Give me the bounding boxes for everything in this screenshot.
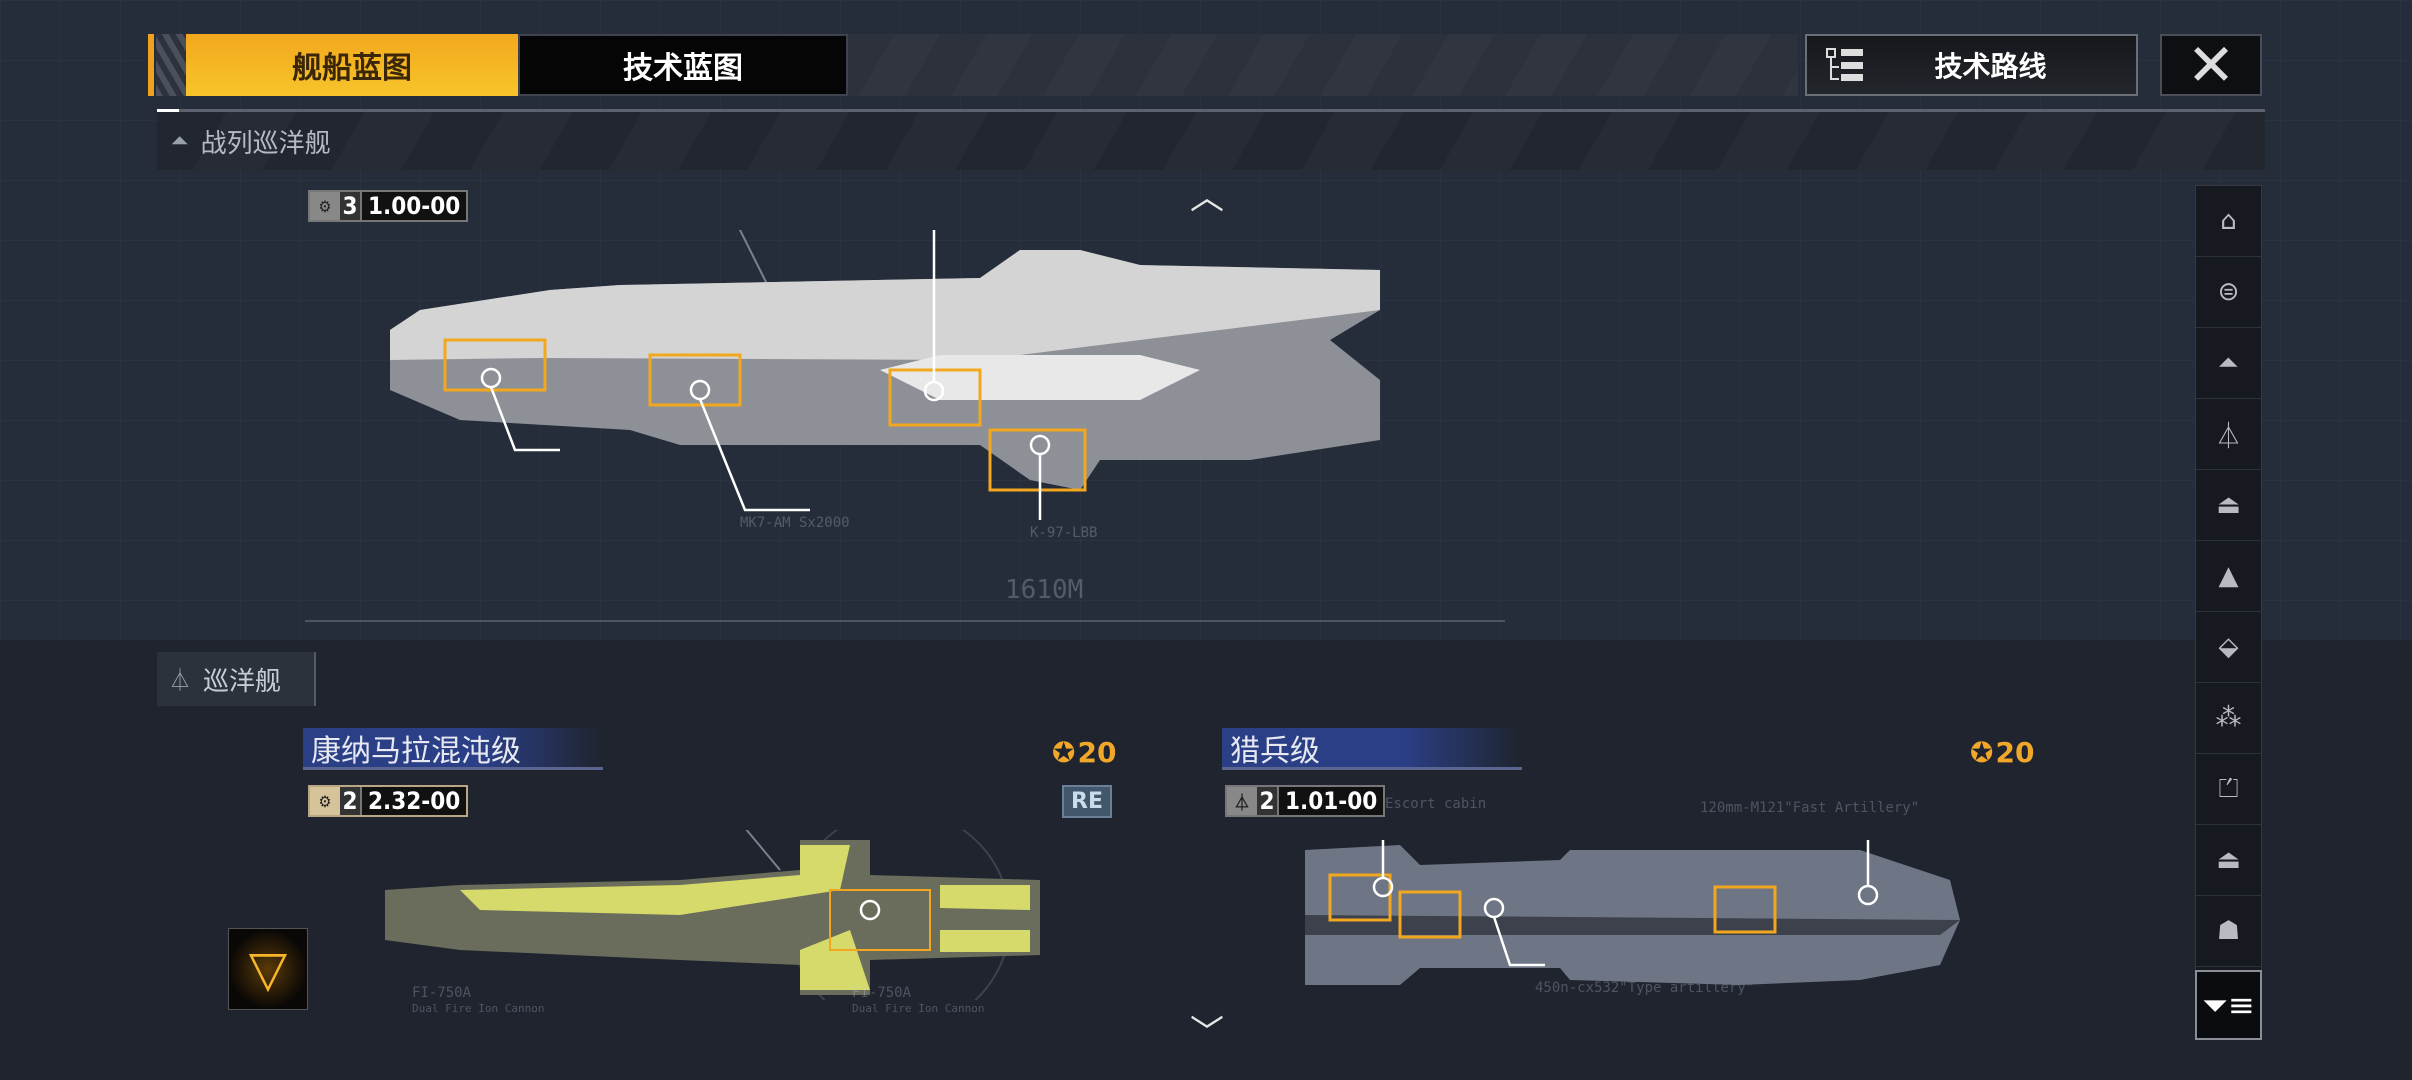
fighter-icon[interactable]: ⁂: [2196, 683, 2261, 754]
section-title: 战列巡洋舰: [200, 128, 331, 159]
destroyer-icon[interactable]: ⏏: [2196, 470, 2261, 541]
version: 2.32-00: [368, 787, 461, 815]
weapon-label: MK7-AM Sx2000: [740, 515, 850, 531]
ship-length-label: 1610M: [1005, 575, 1084, 605]
cruiser-icon: ⏃: [1227, 787, 1257, 815]
weapon-label: 120mm-M121"Fast Artillery": [1700, 800, 1920, 816]
corvette-icon[interactable]: ⬙: [2196, 612, 2261, 683]
divider: [157, 109, 2265, 112]
support-icon[interactable]: ⏏: [2196, 825, 2261, 896]
ship-stat-badge: ⏃ 2 1.01-00: [1225, 785, 1386, 817]
gear-icon: ⚙: [310, 787, 340, 815]
ship-class-sidebar: ⌂ ⊜ ⏶ ⏃ ⏏ ▲ ⬙ ⁂ ⏍ ⏏ ☗: [2195, 185, 2262, 1000]
medal-badge: ✪20: [1970, 736, 2034, 769]
tab-ship-blueprint[interactable]: 舰船蓝图: [186, 34, 518, 96]
konamara-ship-model[interactable]: [380, 830, 1060, 1000]
tech-route-button[interactable]: 技术路线: [1805, 34, 2138, 96]
auxiliary-icon[interactable]: ⏍: [2196, 754, 2261, 825]
close-icon: ✕: [2186, 31, 2236, 99]
medal-icon: ✪: [1052, 736, 1076, 769]
ship-name[interactable]: 猎兵级: [1222, 728, 1522, 770]
battlecruiser-icon[interactable]: ⏶: [2196, 328, 2261, 399]
version: 1.01-00: [1285, 787, 1378, 815]
tier: 2: [340, 787, 362, 815]
filter-icon: ⏷≡: [2202, 985, 2255, 1024]
weapon-label: Escort cabin: [1385, 796, 1487, 812]
weapon-desc: Dual Fire Ion Cannon: [852, 1002, 985, 1015]
battleship-icon[interactable]: ⊜: [2196, 257, 2261, 328]
battlecruiser-icon: ⏶: [171, 128, 189, 154]
re-tag: RE: [1062, 785, 1112, 818]
ship-name[interactable]: 康纳马拉混沌级: [303, 728, 603, 770]
cruiser-icon: ⏃: [169, 669, 192, 694]
tree-list-icon: [1826, 48, 1863, 81]
topbar-filler: [848, 34, 1798, 96]
medal-count: 20: [1995, 736, 2035, 769]
stripes-decoration: [156, 34, 186, 96]
filter-button[interactable]: ⏷≡: [2195, 970, 2262, 1040]
medal-icon: ✪: [1970, 736, 1994, 769]
tier: 2: [1257, 787, 1279, 815]
tech-route-label: 技术路线: [1934, 50, 2047, 83]
weapon-label: FI-750A: [412, 985, 472, 1001]
weapon-desc: Dual Fire Ion Cannon: [412, 1002, 545, 1015]
hunter-ship-model[interactable]: [1300, 840, 1970, 990]
tab-tech-blueprint[interactable]: 技术蓝图: [518, 34, 848, 96]
medal-badge: ✪20: [1052, 736, 1116, 769]
scale-ruler: [305, 620, 1505, 622]
chevron-up-icon[interactable]: ︿: [1190, 178, 1224, 218]
frigate-icon[interactable]: ▲: [2196, 541, 2261, 612]
divider-highlight: [157, 109, 179, 112]
tier: 3: [340, 192, 362, 220]
gear-icon: ⚙: [310, 192, 340, 220]
close-button[interactable]: ✕: [2160, 31, 2262, 99]
ship-stat-badge: ⚙ 2 2.32-00: [308, 785, 469, 817]
faction-triangle-button[interactable]: ▽: [228, 928, 308, 1010]
medal-count: 20: [1077, 736, 1117, 769]
section-header-cruiser: ⏃ 巡洋舰: [157, 652, 316, 706]
weapon-label: K-97-LBB: [1030, 525, 1098, 541]
chevron-down-icon[interactable]: ﹀: [1190, 1013, 1224, 1053]
version: 1.00-00: [368, 192, 461, 220]
ship-stat-badge: ⚙ 3 1.00-00: [308, 190, 469, 222]
weapon-label: FI-750A: [852, 985, 912, 1001]
triangle-icon: ▽: [248, 940, 288, 998]
utility-icon[interactable]: ☗: [2196, 896, 2261, 967]
cruiser-area-background: [0, 640, 2412, 1080]
carrier-icon[interactable]: ⌂: [2196, 186, 2261, 257]
battlecruiser-ship-model[interactable]: [380, 230, 1400, 530]
section-title: 巡洋舰: [203, 666, 282, 697]
cruiser-icon[interactable]: ⏃: [2196, 399, 2261, 470]
accent-bar: [148, 34, 154, 96]
weapon-label: 450n-cx532"Type artillery": [1535, 980, 1755, 996]
section-header-battlecruiser: ⏶ 战列巡洋舰: [157, 112, 2265, 170]
